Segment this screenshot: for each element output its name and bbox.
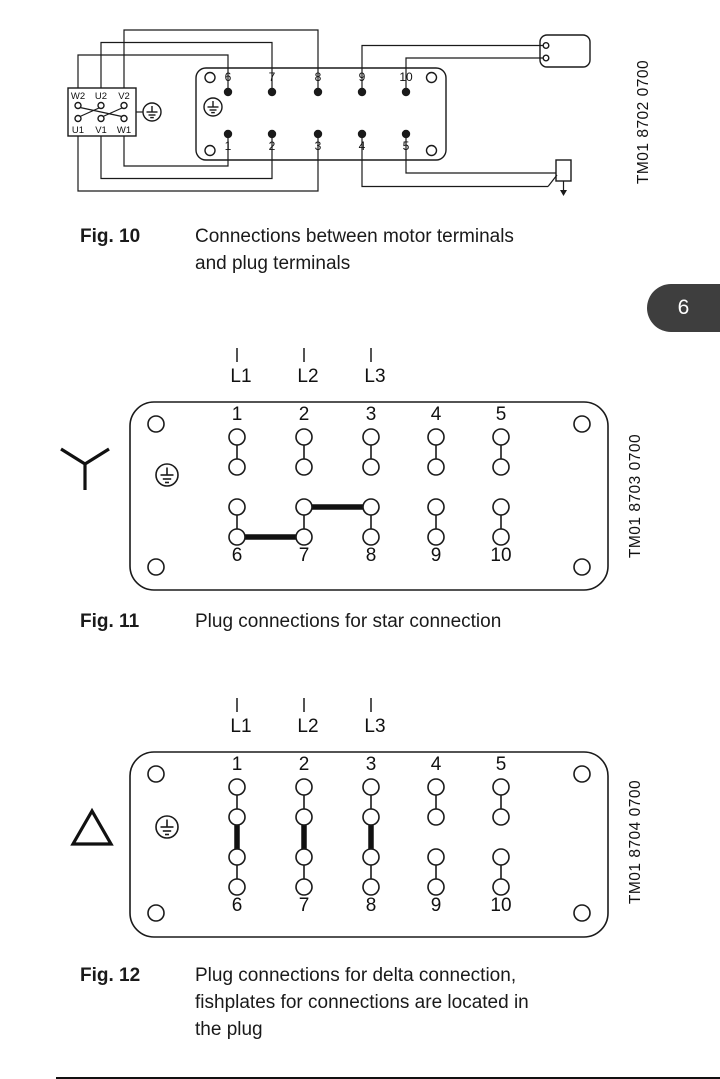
motor-terminal-label: U1 <box>72 125 84 136</box>
terminal-number: 5 <box>496 754 507 775</box>
fig10-label: Fig. 10 <box>80 226 141 247</box>
terminal-number: 7 <box>299 895 310 916</box>
motor-terminal-label: W2 <box>71 91 85 102</box>
motor-terminal-label: V2 <box>118 91 130 102</box>
top-terminal-numbers: 1 2 3 4 5 <box>232 754 507 775</box>
terminal-number: 8 <box>315 70 322 84</box>
terminal-number: 9 <box>431 545 442 566</box>
fig12-tm-code: TM01 8704 0700 <box>627 780 644 904</box>
top-terminal-numbers: 1 2 3 4 5 <box>232 404 507 425</box>
motor-terminal-label: W1 <box>117 125 131 136</box>
earth-symbol-plug <box>155 463 179 487</box>
earth-symbol-plug <box>155 815 179 839</box>
terminal-pair-links <box>236 437 502 537</box>
terminal-number: 1 <box>225 139 232 153</box>
star-symbol <box>60 447 110 490</box>
fig10-caption: Fig. 10 Connections between motor termin… <box>80 223 514 277</box>
fig12-caption-line: the plug <box>195 1019 263 1040</box>
plug-terminal-pins <box>223 87 411 139</box>
phase-label: L2 <box>297 716 318 737</box>
terminal-number: 6 <box>232 545 243 566</box>
motor-terminal-labels-top: W2 U2 V2 <box>71 91 130 102</box>
fig11-star-plug-diagram: L1 L2 L3 1 2 3 4 5 <box>60 348 644 591</box>
terminal-number: 10 <box>490 545 511 566</box>
plug-terminal-numbers: 6 7 8 9 10 1 2 3 4 5 <box>225 70 413 153</box>
phase-labels: L1 L2 L3 <box>230 366 385 387</box>
fig10-caption-line: Connections between motor terminals <box>195 226 514 247</box>
bottom-terminal-numbers: 6 7 8 9 10 <box>232 895 512 916</box>
plug-corner-holes <box>204 71 438 157</box>
terminal-number: 6 <box>225 70 232 84</box>
phase-label: L3 <box>364 716 385 737</box>
phase-ticks <box>236 348 372 362</box>
phase-label: L1 <box>230 716 251 737</box>
section-page-number: 6 <box>677 296 690 319</box>
fig12-caption: Fig. 12 Plug connections for delta conne… <box>80 962 529 1043</box>
earth-symbol-motor <box>142 102 162 122</box>
terminal-number: 1 <box>232 404 243 425</box>
motor-winding-links <box>79 106 123 118</box>
plug-outline <box>129 751 609 938</box>
terminal-number: 7 <box>299 545 310 566</box>
terminal-number: 1 <box>232 754 243 775</box>
terminal-number: 10 <box>490 895 511 916</box>
motor-terminal-label: V1 <box>95 125 107 136</box>
terminal-number: 6 <box>232 895 243 916</box>
fig11-tm-code: TM01 8703 0700 <box>627 434 644 558</box>
phase-labels: L1 L2 L3 <box>230 716 385 737</box>
terminal-number: 8 <box>366 895 377 916</box>
bottom-terminal-numbers: 6 7 8 9 10 <box>232 545 512 566</box>
terminal-number: 2 <box>299 404 310 425</box>
motor-terminal-block <box>67 87 137 137</box>
fig12-caption-line: fishplates for connections are located i… <box>195 992 529 1013</box>
phase-label: L3 <box>364 366 385 387</box>
terminal-sockets <box>228 778 510 896</box>
fig10-tm-code: TM01 8702 0700 <box>635 60 652 184</box>
motor-terminal-studs <box>74 101 128 123</box>
terminal-number: 2 <box>269 139 276 153</box>
terminal-number: 8 <box>366 545 377 566</box>
plug-corner-holes <box>147 415 591 576</box>
fig10-caption-line: and plug terminals <box>195 253 351 274</box>
motor-terminal-labels-bottom: U1 V1 W1 <box>72 125 131 136</box>
terminal-number: 2 <box>299 754 310 775</box>
phase-label: L1 <box>230 366 251 387</box>
star-fishplates <box>237 504 371 540</box>
delta-symbol <box>70 807 114 846</box>
fig10-wires <box>77 29 556 192</box>
plug-outline <box>195 67 447 161</box>
terminal-number: 10 <box>399 70 413 84</box>
section-page-tab: 6 <box>647 284 720 332</box>
fig12-caption-line: Plug connections for delta connection, <box>195 965 517 986</box>
fig12-delta-plug-diagram: L1 L2 L3 1 2 3 4 5 <box>70 698 644 938</box>
terminal-number: 9 <box>431 895 442 916</box>
terminal-number: 4 <box>359 139 366 153</box>
plug-outline <box>129 401 609 591</box>
terminal-number: 9 <box>359 70 366 84</box>
terminal-number: 5 <box>496 404 507 425</box>
terminal-number: 3 <box>366 754 377 775</box>
motor-terminal-label: U2 <box>95 91 107 102</box>
terminal-number: 5 <box>403 139 410 153</box>
phase-label: L2 <box>297 366 318 387</box>
fig10-wiring-diagram: 6 7 8 9 10 1 2 3 4 5 W2 U2 V2 <box>67 29 652 196</box>
page-bottom-rule <box>56 1077 720 1079</box>
fig11-caption-line: Plug connections for star connection <box>195 611 502 632</box>
terminal-number: 3 <box>315 139 322 153</box>
terminal-number: 4 <box>431 404 442 425</box>
terminal-number: 7 <box>269 70 276 84</box>
earth-symbol-plug <box>203 97 223 117</box>
fig11-label: Fig. 11 <box>80 611 140 632</box>
fig12-label: Fig. 12 <box>80 965 141 986</box>
thermal-switch <box>547 159 572 196</box>
terminal-sockets <box>228 428 510 546</box>
fig11-caption: Fig. 11 Plug connections for star connec… <box>80 608 501 635</box>
terminal-number: 3 <box>366 404 377 425</box>
cable-connector <box>539 34 591 68</box>
plug-corner-holes <box>147 765 591 922</box>
phase-ticks <box>236 698 372 712</box>
terminal-number: 4 <box>431 754 442 775</box>
